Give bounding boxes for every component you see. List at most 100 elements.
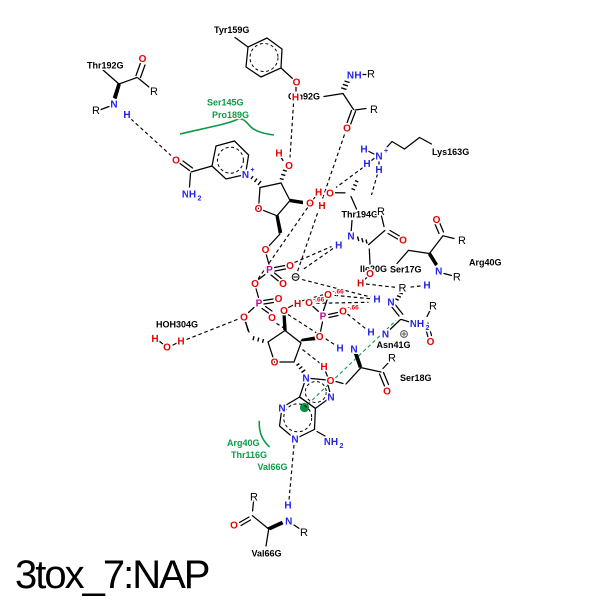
svg-text:R: R bbox=[150, 86, 158, 98]
svg-text:H: H bbox=[367, 328, 374, 339]
svg-text:H: H bbox=[423, 281, 430, 292]
svg-text:R: R bbox=[250, 492, 258, 504]
svg-text:O: O bbox=[339, 307, 347, 318]
svg-text:H: H bbox=[318, 201, 325, 212]
svg-text:2: 2 bbox=[340, 443, 344, 450]
svg-text:R: R bbox=[458, 235, 466, 247]
svg-text:H: H bbox=[335, 241, 342, 252]
svg-text:O: O bbox=[251, 279, 259, 290]
svg-text:N: N bbox=[435, 267, 442, 278]
svg-text:O: O bbox=[240, 313, 248, 324]
svg-text:Tyr159G: Tyr159G bbox=[214, 25, 249, 35]
svg-text:N: N bbox=[242, 170, 249, 181]
svg-text:H: H bbox=[336, 344, 343, 355]
svg-text:R: R bbox=[399, 283, 407, 295]
svg-text:O: O bbox=[306, 199, 314, 210]
svg-text:O: O bbox=[255, 204, 263, 215]
svg-text:H: H bbox=[292, 93, 299, 104]
svg-text:Thr116G: Thr116G bbox=[231, 450, 267, 460]
svg-text:-.66: -.66 bbox=[348, 305, 360, 312]
svg-text:R: R bbox=[370, 104, 378, 116]
svg-text:O: O bbox=[172, 156, 180, 167]
svg-text:H: H bbox=[357, 279, 364, 290]
svg-text:R: R bbox=[453, 271, 461, 283]
svg-text:Thr192G: Thr192G bbox=[87, 61, 124, 71]
svg-text:Asn41G: Asn41G bbox=[377, 340, 411, 350]
svg-text:R: R bbox=[367, 69, 375, 81]
svg-text:H: H bbox=[354, 71, 361, 82]
svg-text:H: H bbox=[284, 501, 291, 512]
svg-text:N: N bbox=[347, 232, 354, 243]
svg-text:Ser145G: Ser145G bbox=[207, 98, 244, 108]
svg-text:O: O bbox=[286, 261, 294, 272]
svg-text:H: H bbox=[375, 165, 382, 176]
svg-text:N: N bbox=[347, 71, 354, 82]
svg-text:3tox_7:NAP: 3tox_7:NAP bbox=[15, 553, 209, 597]
svg-text:O: O bbox=[427, 337, 435, 348]
svg-text:-.66: -.66 bbox=[313, 297, 325, 304]
svg-text:2: 2 bbox=[198, 196, 202, 203]
svg-text:H: H bbox=[363, 159, 370, 170]
svg-text:R: R bbox=[388, 353, 396, 365]
svg-text:+: + bbox=[251, 167, 255, 174]
svg-text:H: H bbox=[177, 337, 184, 348]
svg-text:HOH304G: HOH304G bbox=[156, 320, 198, 330]
svg-text:O: O bbox=[383, 387, 391, 398]
svg-text:+: + bbox=[384, 148, 388, 155]
svg-text:N: N bbox=[327, 393, 334, 404]
svg-text:N: N bbox=[285, 517, 292, 528]
svg-text:N: N bbox=[375, 152, 382, 163]
svg-text:H: H bbox=[123, 110, 130, 121]
svg-text:H: H bbox=[294, 299, 301, 310]
svg-text:N: N bbox=[387, 298, 394, 309]
svg-text:O: O bbox=[399, 236, 407, 247]
svg-text:O: O bbox=[316, 332, 324, 343]
svg-text:R: R bbox=[300, 527, 308, 539]
svg-text:O: O bbox=[268, 313, 276, 324]
svg-text:H: H bbox=[151, 334, 158, 345]
svg-text:N: N bbox=[291, 435, 298, 446]
svg-text:O: O bbox=[366, 269, 374, 280]
svg-text:R: R bbox=[92, 105, 100, 117]
svg-text:O: O bbox=[279, 279, 287, 290]
svg-text:N: N bbox=[278, 404, 285, 415]
svg-text:-.66: -.66 bbox=[333, 289, 345, 296]
svg-text:Arg40G: Arg40G bbox=[227, 438, 260, 448]
svg-text:Val66G: Val66G bbox=[258, 462, 288, 472]
svg-text:P: P bbox=[256, 299, 263, 310]
svg-text:N: N bbox=[110, 100, 117, 111]
svg-text:H: H bbox=[315, 188, 322, 199]
svg-text:P: P bbox=[266, 265, 273, 276]
svg-text:Lys163G: Lys163G bbox=[432, 147, 469, 157]
svg-text:Pro189G: Pro189G bbox=[212, 110, 249, 120]
svg-text:H: H bbox=[275, 149, 282, 160]
svg-text:O: O bbox=[262, 245, 270, 256]
svg-text:Ser17G: Ser17G bbox=[390, 265, 422, 275]
svg-text:O: O bbox=[230, 521, 238, 532]
svg-text:H: H bbox=[189, 190, 196, 201]
svg-text:O: O bbox=[280, 306, 288, 317]
svg-text:N: N bbox=[350, 345, 357, 356]
svg-text:Ser18G: Ser18G bbox=[400, 373, 432, 383]
svg-text:Arg40G: Arg40G bbox=[469, 258, 502, 268]
svg-text:O: O bbox=[271, 358, 279, 369]
svg-text:H: H bbox=[417, 319, 424, 330]
svg-text:O: O bbox=[163, 343, 171, 354]
svg-text:O: O bbox=[327, 376, 335, 387]
svg-text:R: R bbox=[377, 206, 385, 218]
svg-text:H: H bbox=[360, 145, 367, 156]
svg-text:R: R bbox=[429, 301, 437, 313]
svg-text:O: O bbox=[275, 294, 283, 305]
svg-text:O: O bbox=[324, 290, 332, 301]
svg-text:H: H bbox=[320, 362, 327, 373]
svg-text:N: N bbox=[382, 330, 389, 341]
svg-text:O: O bbox=[285, 161, 293, 172]
svg-text:2: 2 bbox=[426, 325, 430, 332]
svg-text:N: N bbox=[302, 374, 309, 385]
svg-text:O: O bbox=[433, 215, 441, 226]
svg-text:H: H bbox=[373, 295, 380, 306]
svg-text:O: O bbox=[305, 298, 313, 309]
svg-text:O: O bbox=[293, 78, 301, 89]
svg-text:Thr194G: Thr194G bbox=[342, 210, 379, 220]
svg-text:H: H bbox=[331, 437, 338, 448]
